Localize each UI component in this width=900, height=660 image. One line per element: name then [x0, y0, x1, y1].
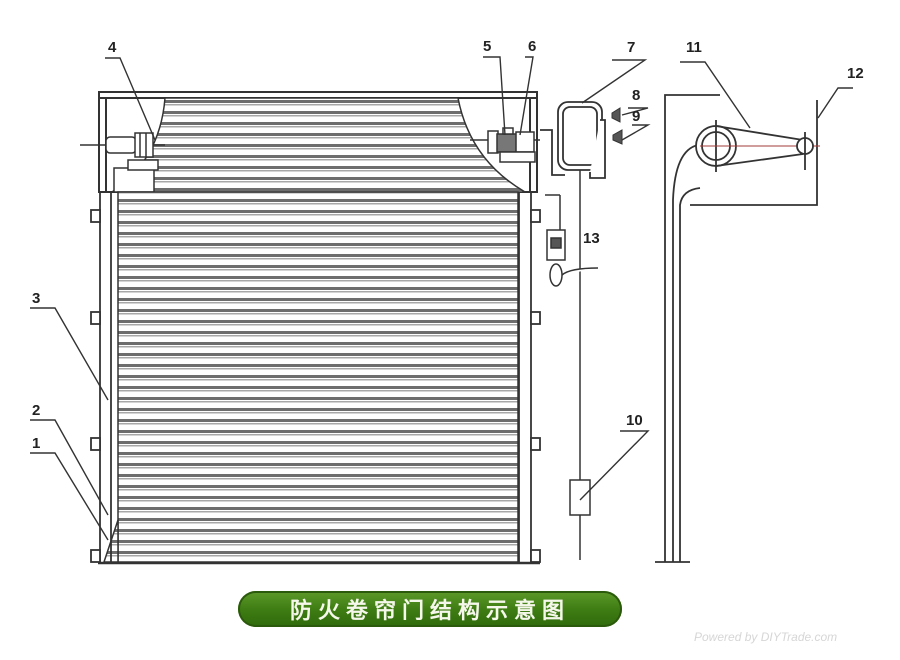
side-view: [655, 94, 820, 563]
label-10: 10: [626, 412, 643, 429]
label-7: 7: [627, 39, 635, 56]
label-1: 1: [32, 435, 40, 452]
label-9: 9: [632, 108, 640, 125]
label-5: 5: [483, 38, 491, 55]
label-6: 6: [528, 38, 536, 55]
button-9: [612, 129, 623, 145]
drive-unit: [470, 127, 540, 163]
counterweight: [569, 479, 591, 516]
control-box: [540, 101, 606, 179]
guide-rails: [90, 192, 541, 563]
label-13: 13: [583, 230, 600, 247]
label-8: 8: [632, 87, 640, 104]
leader-lines: [30, 56, 853, 541]
diagram-title: 防火卷帘门结构示意图: [289, 599, 570, 624]
label-4: 4: [108, 39, 117, 56]
watermark: Powered by DIYTrade.com: [694, 630, 838, 644]
label-2: 2: [32, 402, 40, 419]
label-11: 11: [686, 39, 702, 56]
label-3: 3: [32, 290, 40, 307]
title-banner: 防火卷帘门结构示意图: [238, 591, 622, 627]
rolled-curtain: [109, 97, 528, 193]
door-curtain: [117, 191, 519, 563]
label-12: 12: [847, 65, 864, 82]
left-axle-bearing: [80, 132, 165, 193]
button-8: [611, 107, 621, 123]
